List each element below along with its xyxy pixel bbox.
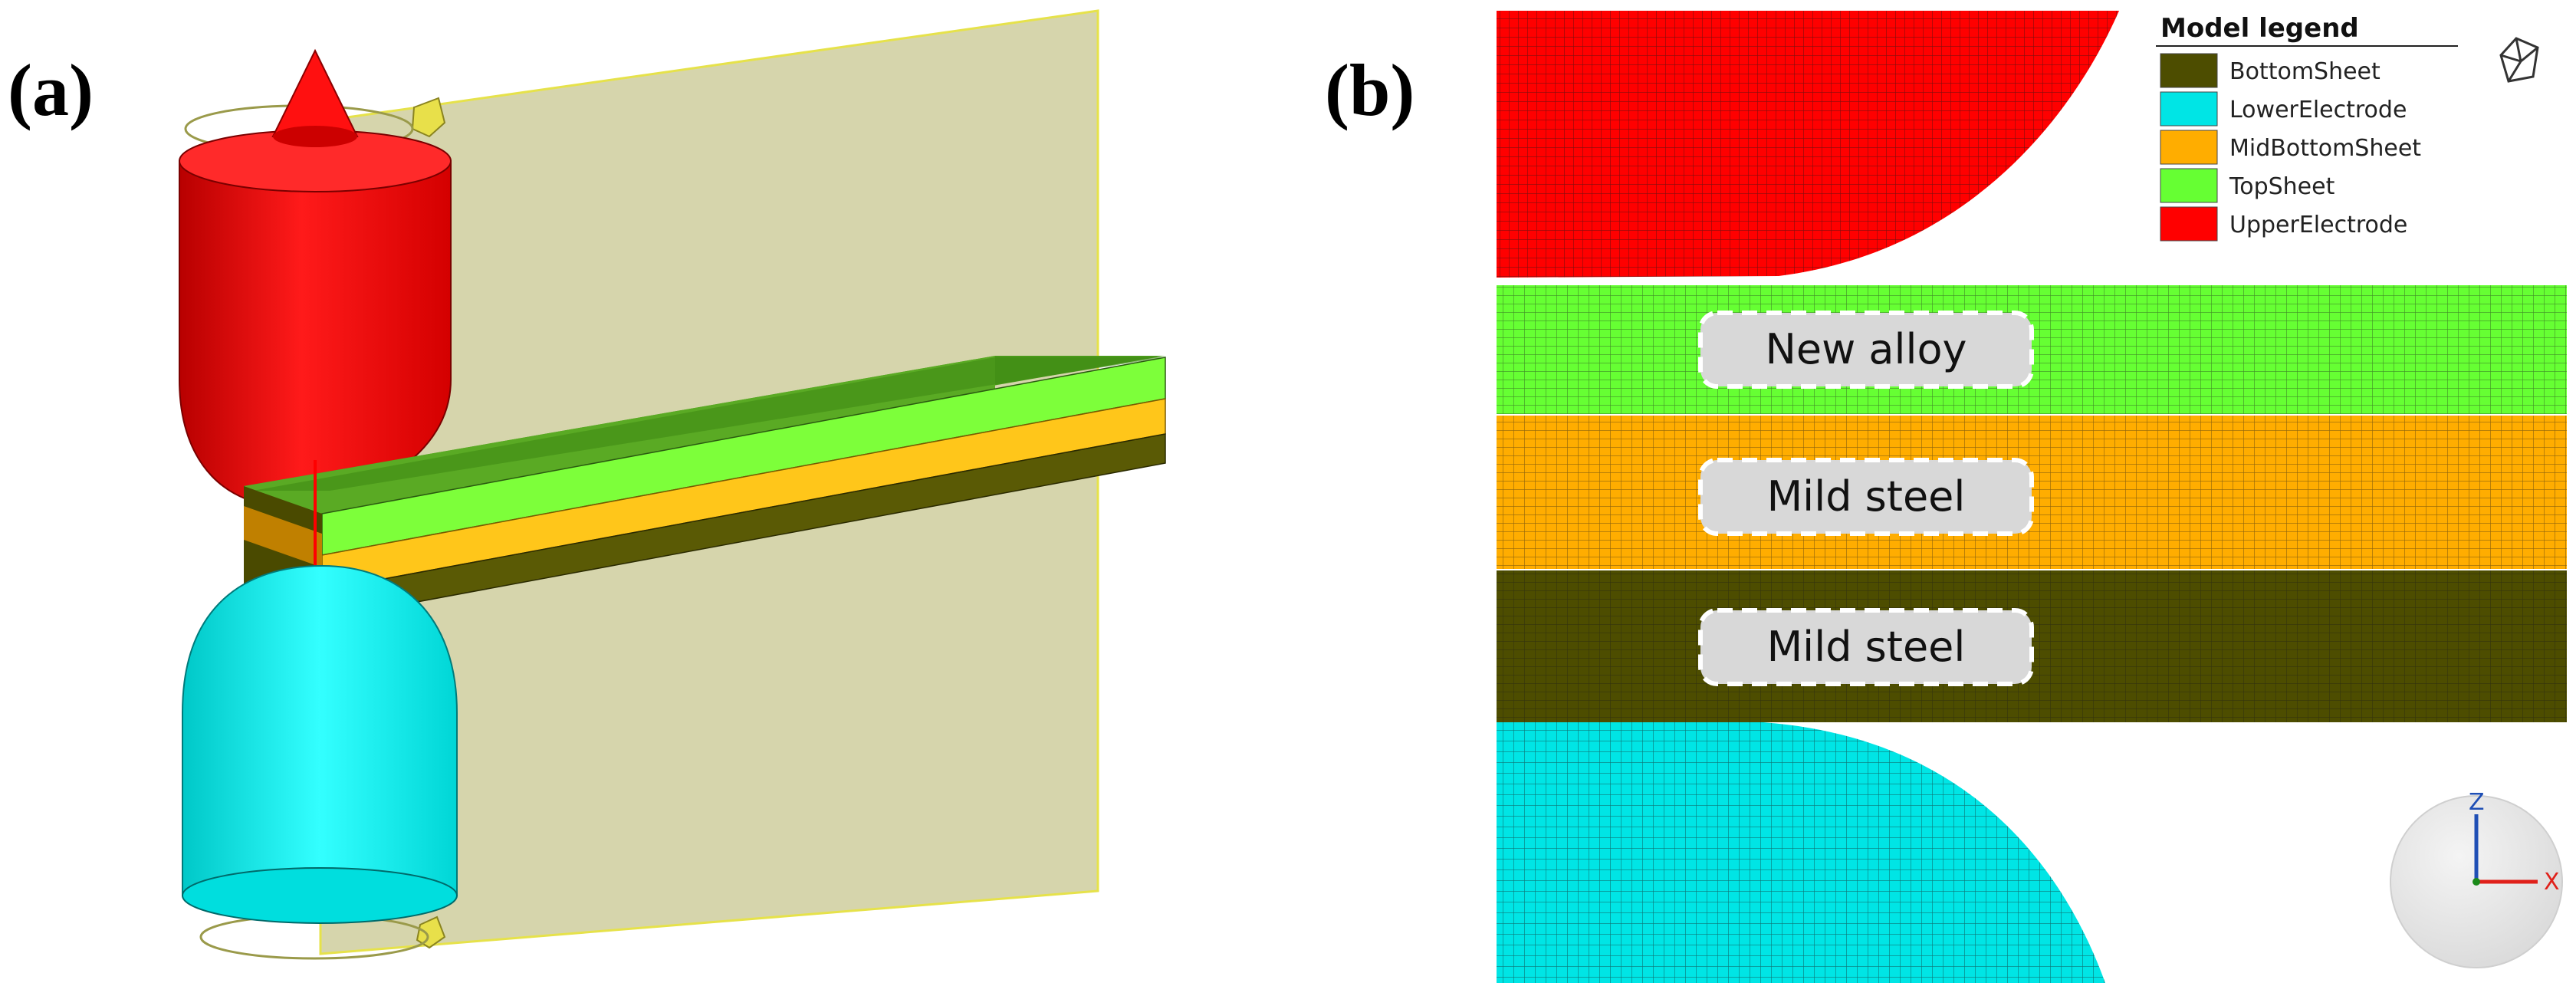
plane-marker-top — [411, 97, 446, 138]
up-arrow-icon — [271, 48, 359, 137]
legend-label: LowerElectrode — [2229, 97, 2407, 123]
axis-x-label: X — [2544, 869, 2560, 896]
material-label-bottom: Mild steel — [1698, 608, 2034, 686]
axis-triad[interactable]: Z X — [2390, 789, 2563, 968]
sheet-stack — [244, 356, 1166, 620]
legend-label: BottomSheet — [2229, 58, 2380, 85]
legend-label: TopSheet — [2229, 173, 2335, 200]
plane-marker-bottom — [416, 915, 446, 949]
panel-a: (a) — [8, 9, 1166, 960]
legend-item: LowerElectrode — [2160, 91, 2407, 127]
legend-item: MidBottomSheet — [2160, 130, 2421, 165]
material-label-mid: Mild steel — [1698, 458, 2034, 536]
legend-label: MidBottomSheet — [2229, 135, 2421, 162]
legend-label: UpperElectrode — [2229, 212, 2407, 238]
upper-electrode — [179, 48, 452, 508]
material-label-top-text: New alloy — [1765, 325, 1967, 373]
legend-swatch — [2160, 53, 2218, 88]
panel-b-label: (b) — [1325, 49, 1414, 131]
legend-swatch — [2160, 91, 2218, 127]
lower-electrode — [182, 564, 458, 924]
model-legend: Model legend BottomSheetLowerElectrodeMi… — [2147, 11, 2469, 255]
legend-item: BottomSheet — [2160, 53, 2380, 88]
legend-item: UpperElectrode — [2160, 206, 2407, 242]
legend-swatch — [2160, 130, 2218, 165]
material-label-bottom-text: Mild steel — [1767, 623, 1966, 671]
legend-swatch — [2160, 206, 2218, 242]
material-label-mid-text: Mild steel — [1767, 472, 1966, 521]
material-label-top: New alloy — [1698, 311, 2034, 389]
lower-electrode-mesh — [1497, 722, 2105, 983]
legend-item: TopSheet — [2160, 168, 2335, 203]
bottom-sheet-layer — [1497, 570, 2567, 722]
panel-a-label: (a) — [8, 49, 94, 131]
view-cube-icon[interactable] — [2499, 37, 2539, 83]
panel-b: (b) — [1325, 11, 2567, 983]
legend-swatch — [2160, 168, 2218, 203]
upper-electrode-mesh — [1497, 11, 2119, 278]
axis-z-label: Z — [2469, 789, 2485, 816]
legend-title: Model legend — [2160, 13, 2359, 44]
